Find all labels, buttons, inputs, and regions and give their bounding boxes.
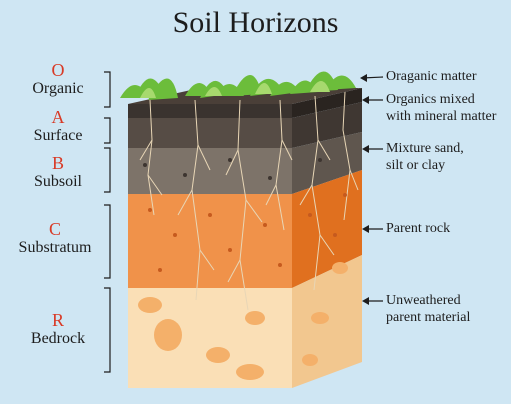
diagram-title: Soil Horizons xyxy=(172,6,339,39)
annotation-unweathered: Unweathered parent material xyxy=(386,293,470,326)
horizon-brackets xyxy=(104,71,111,373)
annotation-line: Organics mixed xyxy=(386,92,475,107)
subsoil-layer-front xyxy=(128,148,292,194)
substratum-layer-front xyxy=(128,194,292,288)
horizon-name: Organic xyxy=(32,80,84,98)
horizon-name: Subsoil xyxy=(33,173,82,191)
organic-layer-front xyxy=(128,104,292,118)
grass-highlights xyxy=(140,81,330,98)
horizon-label-surface: A Surface xyxy=(18,107,98,145)
horizon-label-substratum: C Substratum xyxy=(8,219,102,257)
annotation-line: silt or clay xyxy=(386,157,446,173)
horizon-letter: O xyxy=(51,60,65,80)
arrowheads xyxy=(360,74,369,305)
annotation-arrows xyxy=(361,76,384,302)
annotation-mixture: Mixture sand, silt or clay xyxy=(386,141,464,174)
horizon-letter: A xyxy=(51,107,65,127)
horizon-label-subsoil: B Subsoil xyxy=(18,153,98,191)
horizon-letter: C xyxy=(48,219,61,239)
annotation-organic-matter: Oraganic matter xyxy=(386,69,477,86)
substratum-layer-side xyxy=(292,170,362,288)
surface-layer-front xyxy=(128,118,292,148)
annotation-line: Oraganic matter xyxy=(386,69,477,84)
subsoil-layer-side xyxy=(292,132,362,194)
bedrock-stones xyxy=(138,262,348,380)
annotation-line: Parent rock xyxy=(386,221,451,236)
subsoil-speckles xyxy=(143,158,322,180)
annotation-line: with mineral matter xyxy=(386,108,497,124)
surface-layer-side xyxy=(292,102,362,148)
annotation-line: Unweathered xyxy=(386,293,461,308)
annotation-line: parent material xyxy=(386,309,471,325)
annotation-parent-rock: Parent rock xyxy=(386,221,450,238)
horizon-letter: R xyxy=(51,310,64,330)
substratum-speckles xyxy=(148,193,347,272)
horizon-label-organic: O Organic xyxy=(18,60,98,98)
plant-roots xyxy=(139,91,359,311)
annotation-organics-mixed: Organics mixed with mineral matter xyxy=(386,92,496,125)
horizon-name: Substratum xyxy=(18,239,92,257)
annotation-line: Mixture sand, xyxy=(386,141,464,156)
horizon-label-bedrock: R Bedrock xyxy=(18,310,98,348)
horizon-name: Surface xyxy=(33,127,83,145)
horizon-name: Bedrock xyxy=(30,330,86,348)
horizon-letter: B xyxy=(51,153,64,173)
